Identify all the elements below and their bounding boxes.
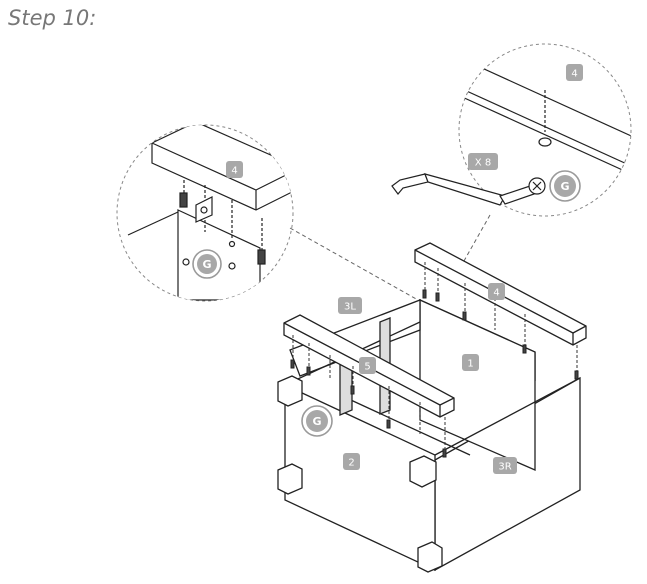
detail-left-side [177,209,261,301]
detail-left-dowel-2 [257,249,266,265]
detail-left-dowel-1 [179,192,188,208]
screw-icon [528,177,546,195]
label-g-main: G [312,415,321,428]
leader-line-left [289,227,419,301]
cabinet-dowels [290,289,579,458]
label-3L: 3L [344,302,356,313]
label-3R: 3R [498,462,511,473]
foot-2 [409,455,437,488]
detail-circle-right: 4 [458,43,632,217]
label-4-main: 4 [493,288,499,299]
detail-circle-left: G 4 [116,124,294,302]
detail-left-g-circle: G [192,249,222,279]
detail-left-g-label: G [202,258,211,271]
detail-right-g-label: G [560,180,569,193]
panel-2 [284,383,436,572]
part-labels: 3L 4 1 5 2 3R G [301,283,517,474]
detail-right-label-4: 4 [571,69,577,80]
cabinet-assembly [277,242,587,573]
foot-1 [277,375,303,407]
quantity-label: X 8 [475,158,491,169]
label-1: 1 [467,359,473,370]
detail-right-g-circle: G [549,170,581,202]
panel-1 [419,298,536,471]
allen-key-icon [391,173,535,206]
foot-4 [417,541,443,573]
label-5: 5 [364,362,370,373]
label-2: 2 [348,458,354,469]
foot-3 [277,463,303,495]
detail-left-label-4: 4 [231,166,237,177]
insertion-lines [292,262,578,449]
leader-line-right [459,214,491,269]
step-title: Step 10: [8,6,97,30]
